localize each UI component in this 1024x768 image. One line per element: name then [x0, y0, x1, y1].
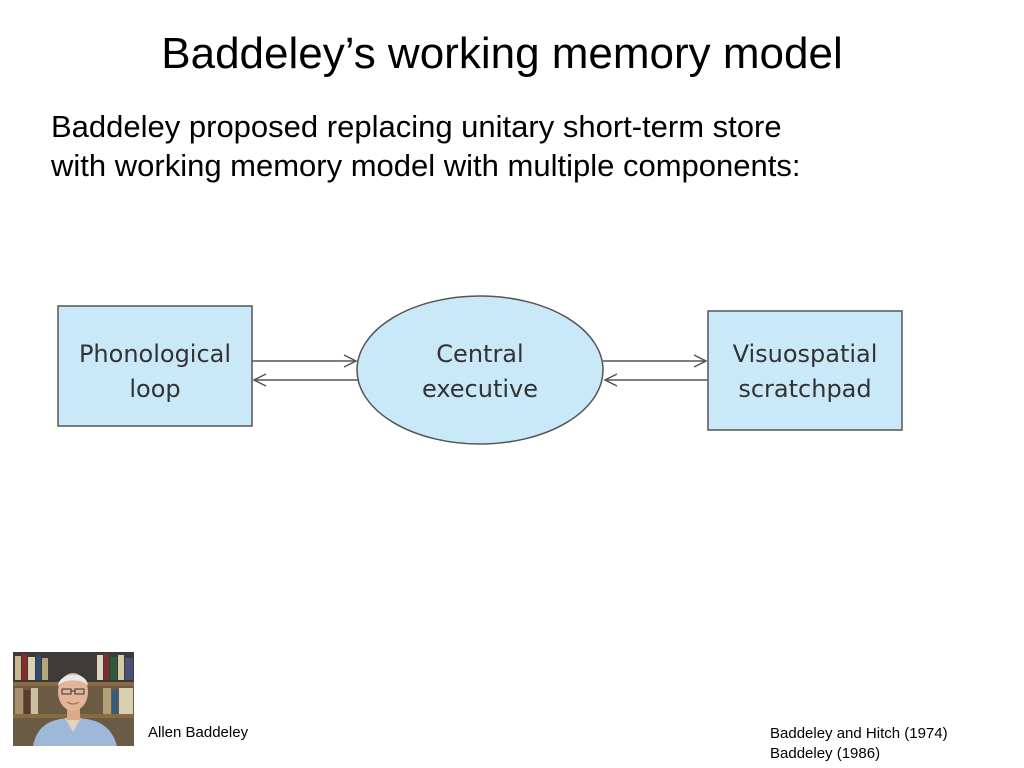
visuospatial-scratchpad-label-2: scratchpad [738, 375, 871, 403]
arrowhead-executive-to-scratchpad [693, 354, 708, 368]
phonological-loop-box [57, 305, 253, 427]
arrowhead-scratchpad-to-executive [603, 373, 618, 387]
intro-line-1: Baddeley proposed replacing unitary shor… [51, 109, 782, 144]
reference-1: Baddeley and Hitch (1974) [770, 725, 948, 742]
arrowhead-executive-to-loop [252, 373, 267, 387]
visuospatial-scratchpad-box [707, 310, 903, 431]
phonological-loop-label-2: loop [129, 375, 180, 403]
intro-line-2: with working memory model with multiple … [51, 148, 801, 183]
central-executive-label-1: Central [436, 340, 523, 368]
photo-caption: Allen Baddeley [148, 724, 249, 741]
phonological-loop-label-1: Phonological [79, 340, 231, 368]
allen-baddeley-photo [13, 652, 134, 746]
slide-title: Baddeley’s working memory model [161, 29, 843, 78]
central-executive-ellipse [356, 295, 604, 445]
references: Baddeley and Hitch (1974) Baddeley (1986… [770, 724, 948, 764]
intro-text: Baddeley proposed replacing unitary shor… [51, 107, 951, 185]
visuospatial-scratchpad-label-1: Visuospatial [733, 340, 878, 368]
reference-2: Baddeley (1986) [770, 745, 881, 762]
arrowhead-loop-to-executive [343, 354, 358, 368]
central-executive-label-2: executive [422, 375, 538, 403]
